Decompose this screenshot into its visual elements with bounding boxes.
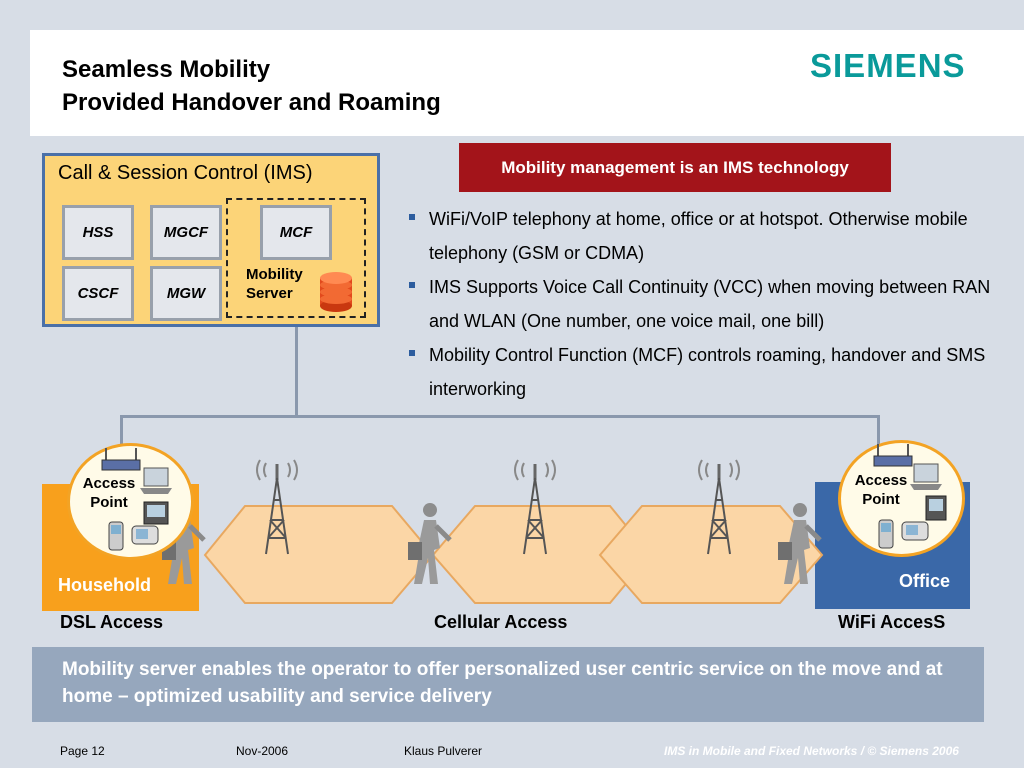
cell-hexagon bbox=[598, 505, 824, 604]
dsl-access-label: DSL Access bbox=[60, 612, 164, 632]
laptop-icon bbox=[910, 463, 942, 490]
bullet-square-icon bbox=[409, 350, 415, 356]
connector-line bbox=[295, 327, 298, 416]
connector-line bbox=[120, 415, 880, 418]
cell-tower-icon bbox=[698, 459, 740, 555]
ims-title: Call & Session Control (IMS) bbox=[58, 162, 313, 184]
access-point-label-household: Access Point bbox=[82, 475, 136, 511]
cell-tower-icon bbox=[256, 459, 298, 555]
cell-tower-icon bbox=[514, 459, 556, 555]
footer-date: Nov-2006 bbox=[236, 744, 289, 758]
bullet-item: IMS Supports Voice Call Continuity (VCC)… bbox=[407, 270, 1007, 338]
bullet-item: WiFi/VoIP telephony at home, office or a… bbox=[407, 202, 1007, 270]
pda-icon bbox=[143, 501, 169, 525]
bullet-item: Mobility Control Function (MCF) controls… bbox=[407, 338, 1007, 406]
mobile-phone-icon bbox=[108, 521, 124, 551]
cell-hexagon bbox=[203, 505, 435, 604]
laptop-icon bbox=[140, 467, 172, 494]
mobile-phone-icon bbox=[878, 519, 894, 549]
header-band bbox=[30, 30, 1024, 136]
connector-line bbox=[120, 415, 123, 447]
wifi-access-label: WiFi AccesS bbox=[838, 612, 946, 632]
mobility-banner: Mobility management is an IMS technology bbox=[459, 143, 891, 192]
siemens-logo: SIEMENS bbox=[810, 47, 966, 84]
connector-line bbox=[877, 415, 880, 447]
summary-text: Mobility server enables the operator to … bbox=[62, 659, 943, 707]
walking-person-icon bbox=[778, 503, 822, 584]
walking-person-icon bbox=[408, 503, 452, 584]
footer-author: Klaus Pulverer bbox=[404, 744, 483, 758]
office-label: Office bbox=[899, 571, 951, 591]
household-label: Household bbox=[58, 575, 151, 595]
cellular-access-label: Cellular Access bbox=[434, 612, 568, 632]
slide-title-line1: Seamless Mobility bbox=[62, 56, 271, 83]
mcf-box: MCF bbox=[260, 205, 332, 260]
hss-box: HSS bbox=[62, 205, 134, 260]
bullet-square-icon bbox=[409, 214, 415, 220]
summary-band bbox=[32, 647, 984, 722]
pda-icon bbox=[131, 525, 159, 545]
pda-icon bbox=[925, 495, 947, 521]
footer-copyright: IMS in Mobile and Fixed Networks / © Sie… bbox=[664, 744, 959, 758]
router-icon bbox=[101, 448, 141, 471]
bullet-list: WiFi/VoIP telephony at home, office or a… bbox=[407, 202, 1007, 406]
access-point-label-office: Access Point bbox=[854, 472, 908, 508]
mgw-box: MGW bbox=[150, 266, 222, 321]
page-number: Page 12 bbox=[60, 744, 105, 758]
pda-icon bbox=[901, 521, 929, 541]
bullet-square-icon bbox=[409, 282, 415, 288]
cscf-box: CSCF bbox=[62, 266, 134, 321]
slide-title-line2: Provided Handover and Roaming bbox=[62, 89, 441, 116]
mgcf-box: MGCF bbox=[150, 205, 222, 260]
database-icon bbox=[320, 272, 352, 312]
mobility-server-label: Mobility Server bbox=[246, 266, 303, 302]
mobility-server-group bbox=[226, 198, 366, 318]
router-icon bbox=[873, 444, 913, 467]
